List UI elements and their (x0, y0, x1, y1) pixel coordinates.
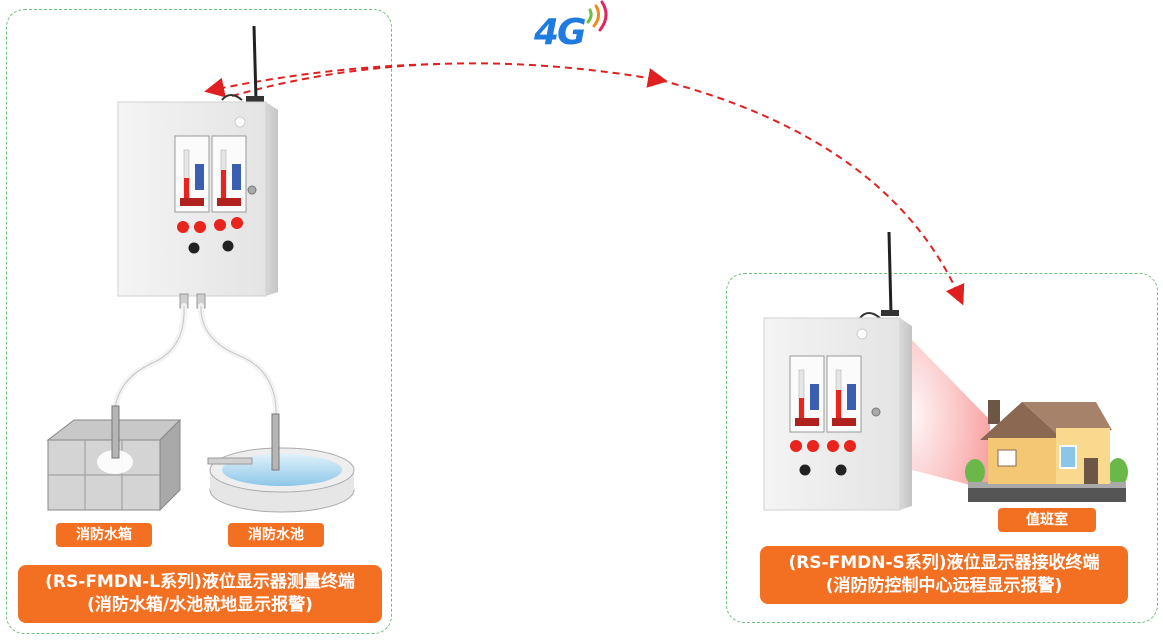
signal-wave-icon (586, 0, 608, 32)
duty-room-house-illustration (965, 400, 1128, 502)
receiving-terminal-title: (RS-FMDN-S系列)液位显示器接收终端 (消防防控制中心远程显示报警) (760, 546, 1128, 604)
right-panel (726, 273, 1158, 623)
measurement-terminal-title-line1: (RS-FMDN-L系列)液位显示器测量终端 (45, 572, 355, 592)
receiving-terminal-cabinet (763, 231, 990, 511)
signal-arrow-to-right (659, 79, 965, 306)
receiving-terminal-title-line1: (RS-FMDN-S系列)液位显示器接收终端 (788, 553, 1100, 573)
receiving-terminal-title-line2: (消防防控制中心远程显示报警) (825, 576, 1063, 596)
measurement-terminal-title-line2: (消防水箱/水池就地显示报警) (87, 595, 313, 615)
fire-water-pool-label: 消防水池 (228, 523, 324, 547)
signal-arrow-to-left (204, 63, 441, 98)
duty-room-label: 值班室 (998, 508, 1096, 532)
fire-water-tank-illustration (46, 405, 182, 512)
fire-water-tank-label: 消防水箱 (56, 523, 152, 547)
measurement-terminal-title: (RS-FMDN-L系列)液位显示器测量终端 (消防水箱/水池就地显示报警) (18, 565, 382, 623)
left-panel (6, 9, 392, 634)
fire-water-pool-illustration (207, 413, 355, 513)
signal-arrow-outgoing (231, 62, 668, 97)
measurement-terminal-cabinet (117, 25, 278, 309)
4g-network-label: 4G (534, 12, 587, 53)
